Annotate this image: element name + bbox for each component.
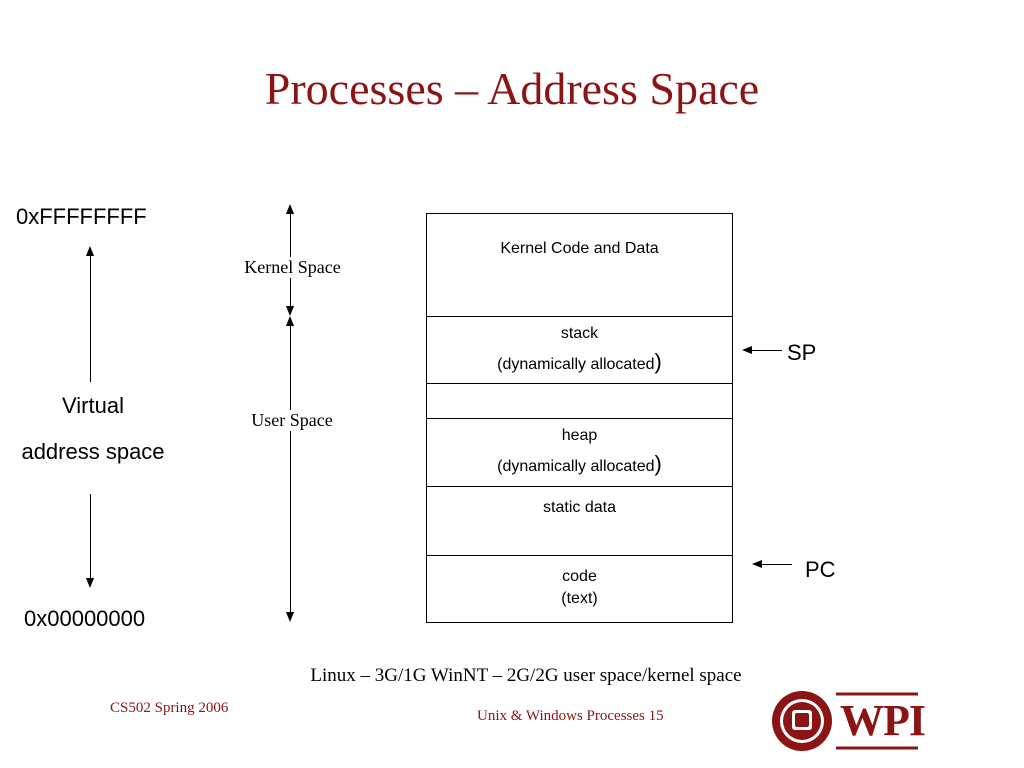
slide-title: Processes – Address Space: [264, 63, 760, 114]
wpi-logo-text: WPI: [840, 696, 926, 745]
user-up-arrowhead: [286, 316, 294, 326]
user-space-label: User Space: [236, 410, 348, 431]
virtual-label-line2: address space: [21, 439, 165, 464]
top-address-label: 0xFFFFFFFF: [16, 204, 147, 229]
wpi-seal-icon: [772, 691, 918, 751]
segment-heap: heap (dynamically allocated): [426, 418, 733, 487]
segment-heap-sub: (dynamically allocated: [497, 458, 655, 475]
segment-code: code (text): [426, 555, 733, 623]
segment-heap-label: heap: [561, 427, 598, 444]
segment-stack: stack (dynamically allocated): [426, 316, 733, 384]
kernel-up-arrowhead: [286, 204, 294, 214]
pc-arrowhead: [752, 560, 762, 568]
segment-gap: [426, 383, 733, 419]
kernel-space-label: Kernel Space: [230, 257, 355, 278]
virtual-down-arrow-line: [90, 494, 91, 578]
pc-arrow-line: [760, 564, 792, 565]
bottom-address-label: 0x00000000: [24, 606, 146, 631]
footer-left: CS502 Spring 2006: [110, 700, 229, 716]
user-arrow-line: [290, 324, 291, 614]
user-down-arrowhead: [286, 612, 294, 622]
segment-stack-sub: (dynamically allocated: [497, 356, 655, 373]
virtual-down-arrowhead: [86, 578, 94, 588]
segment-code-label: code: [562, 568, 597, 585]
sp-label: SP: [787, 340, 817, 365]
kernel-down-arrowhead: [286, 306, 294, 316]
segment-heap-paren: ): [654, 451, 662, 476]
sp-arrowhead: [742, 346, 752, 354]
segment-code-sub: (text): [561, 590, 598, 607]
wpi-logo: WPI: [770, 688, 926, 754]
segment-kernel: Kernel Code and Data: [426, 213, 733, 317]
footer-center: Unix & Windows Processes 15: [477, 708, 664, 724]
segment-static-label: static data: [543, 499, 616, 516]
sp-arrow-line: [750, 350, 782, 351]
virtual-up-arrow-line: [90, 254, 91, 382]
segment-static: static data: [426, 486, 733, 556]
segment-kernel-label: Kernel Code and Data: [500, 240, 659, 257]
caption: Linux – 3G/1G WinNT – 2G/2G user space/k…: [310, 665, 742, 686]
virtual-label-line1: Virtual: [62, 393, 124, 418]
pc-label: PC: [805, 557, 836, 582]
segment-stack-paren: ): [654, 349, 662, 374]
segment-stack-label: stack: [560, 325, 599, 342]
virtual-up-arrowhead: [86, 246, 94, 256]
